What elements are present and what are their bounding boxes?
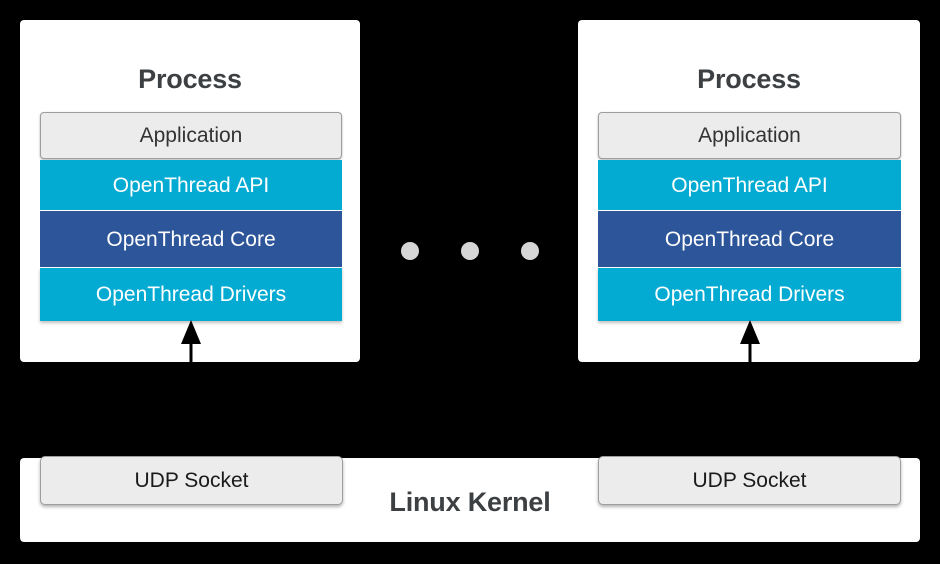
udp-socket-right-label: UDP Socket — [692, 469, 807, 492]
layer-openthread-drivers-left: OpenThread Drivers — [40, 268, 342, 321]
layer-openthread-core-right-label: OpenThread Core — [664, 227, 835, 251]
layer-application-right: Application — [598, 112, 901, 159]
arrow-up-right — [740, 320, 760, 368]
layer-application-right-label: Application — [698, 124, 801, 147]
layer-openthread-api-left: OpenThread API — [40, 160, 342, 210]
ellipsis-dot-1 — [401, 242, 419, 260]
layer-openthread-core-left: OpenThread Core — [40, 211, 342, 267]
layer-application-left: Application — [40, 112, 342, 159]
ellipsis-dot-3 — [521, 242, 539, 260]
layer-openthread-core-left-label: OpenThread Core — [106, 227, 276, 251]
layer-openthread-drivers-right: OpenThread Drivers — [598, 268, 901, 321]
udp-socket-left: UDP Socket — [40, 456, 343, 505]
udp-socket-right: UDP Socket — [598, 456, 901, 505]
process-title-left: Process — [138, 64, 242, 94]
kernel-title: Linux Kernel — [389, 487, 551, 517]
layer-application-left-label: Application — [139, 124, 243, 147]
layer-openthread-api-left-label: OpenThread API — [112, 173, 270, 197]
arrow-up-left — [181, 320, 201, 368]
layer-openthread-api-right-label: OpenThread API — [671, 173, 828, 197]
layer-openthread-drivers-right-label: OpenThread Drivers — [654, 283, 845, 306]
layer-openthread-drivers-left-label: OpenThread Drivers — [95, 283, 287, 306]
layer-openthread-api-right: OpenThread API — [598, 160, 901, 210]
layer-openthread-core-right: OpenThread Core — [598, 211, 901, 267]
ellipsis-dot-2 — [461, 242, 479, 260]
process-title-right: Process — [697, 64, 801, 94]
udp-socket-left-label: UDP Socket — [134, 469, 249, 492]
